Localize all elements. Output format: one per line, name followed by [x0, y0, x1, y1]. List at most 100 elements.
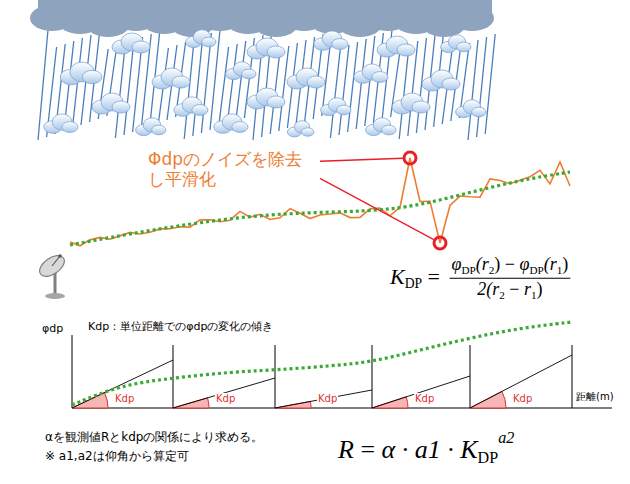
small-cloud — [60, 62, 102, 85]
formula-text: (r — [476, 254, 489, 274]
rain-line — [227, 44, 237, 124]
formula-text: DP — [462, 264, 476, 276]
formula-text: DP — [529, 264, 543, 276]
dark-cloud — [30, 0, 494, 37]
angle-label: Kdp — [414, 393, 435, 405]
small-cloud — [214, 114, 248, 133]
small-cloud — [314, 31, 348, 50]
formula-text: K — [390, 264, 405, 289]
callout-label: Φdpのノイズを除去 し平滑化 — [148, 149, 316, 190]
axis-label: φdp — [42, 322, 63, 335]
rain-illustration — [30, 0, 495, 140]
formula-text: ) — [562, 254, 568, 274]
formula-text: − — [509, 279, 519, 299]
formula-text: (r — [544, 254, 557, 274]
angle-label: Kdp — [415, 393, 434, 404]
callout-label: Φdpのノイズを除去 し平滑化 — [148, 149, 302, 189]
formula-text: 1 — [557, 264, 563, 276]
radar-icon — [36, 251, 68, 299]
small-cloud — [456, 100, 486, 118]
rain-line — [279, 46, 289, 131]
formula-text: φ — [452, 254, 462, 274]
formula-text: ) — [494, 254, 500, 274]
formula-text: R=α · a1 · KDP a2 — [338, 428, 514, 467]
note-text: αを観測値Rとkdpの関係により求める。 — [45, 430, 263, 444]
formula-text: = — [360, 435, 375, 464]
note-text: ※ a1,a2は仰角から算定可 — [45, 449, 189, 463]
small-cloud — [112, 33, 150, 54]
formula-text: = — [428, 264, 440, 289]
axes — [72, 335, 612, 408]
rain-line — [477, 37, 487, 137]
rain-line — [356, 39, 366, 129]
leader-line — [320, 178, 434, 239]
angle-label: Kdp — [115, 393, 134, 404]
small-cloud — [186, 30, 216, 48]
raw-phidp-line — [70, 158, 570, 246]
fraction-bar — [450, 278, 571, 279]
rain-line — [184, 39, 194, 139]
rain-line — [193, 36, 203, 136]
note-text: ※ a1,a2は仰角から算定可 — [45, 449, 189, 463]
axis-label: 距離(m) — [576, 391, 614, 403]
axis-caption: Kdp：単位距離でのφdpの変化の傾き — [88, 320, 273, 333]
formula-text: R — [338, 435, 354, 464]
formula-text: α · a1 · K — [382, 435, 478, 464]
small-cloud — [287, 68, 325, 89]
rain-line — [236, 41, 246, 121]
small-cloud — [226, 62, 256, 80]
formula-text: ) — [537, 279, 543, 299]
axis-label: φdp — [42, 322, 63, 335]
noise-marker — [404, 152, 416, 164]
rain-line — [485, 34, 495, 134]
formula-text: 2 — [499, 289, 505, 301]
note-text: αを観測値Rとkdpの関係により求める。 — [45, 430, 263, 444]
axis-label: 距離(m) — [576, 391, 614, 402]
small-cloud — [136, 118, 166, 136]
angle-label: Kdp — [512, 393, 533, 405]
formula-text: 2(r2−r1) — [477, 279, 542, 302]
small-cloud — [92, 93, 130, 114]
rain-line — [330, 48, 340, 138]
formula-text: DP — [478, 449, 499, 466]
formula-text: KDP = — [390, 264, 446, 293]
formula-text: 2(r — [477, 279, 499, 299]
small-cloud — [287, 121, 314, 137]
small-cloud — [377, 36, 415, 57]
small-cloud — [321, 98, 351, 116]
formula-text: − — [505, 254, 515, 274]
formula-text: φ — [520, 254, 530, 274]
axis-caption: Kdp：単位距離でのφdpの変化の傾き — [88, 320, 273, 333]
formula-text: a2 — [498, 429, 514, 446]
smoothed-phidp-line — [72, 322, 572, 405]
small-cloud — [392, 93, 430, 114]
angle-label: Kdp — [114, 393, 135, 405]
formula-text: DP — [405, 276, 422, 291]
rain-line — [339, 45, 349, 135]
rain-line — [201, 33, 211, 133]
small-cloud — [152, 68, 190, 89]
formula-text: 1 — [531, 289, 537, 301]
small-cloud — [441, 35, 471, 53]
small-cloud — [44, 114, 78, 133]
rain-line — [124, 40, 134, 135]
small-cloud — [247, 38, 285, 59]
angle-label: Kdp — [513, 393, 532, 404]
small-cloud — [174, 97, 208, 116]
formula-text: 2 — [489, 264, 495, 276]
rain-line — [468, 40, 478, 140]
noise-marker — [434, 237, 446, 249]
angle-label: Kdp — [318, 393, 337, 404]
small-cloud — [422, 70, 460, 91]
small-cloud — [247, 88, 285, 109]
smoothed-phidp-line — [70, 172, 570, 245]
rain-line — [115, 43, 125, 138]
leader-line — [320, 158, 403, 161]
formula-text: φDP(r2)−φDP(r1) — [452, 254, 569, 277]
formula-text: r — [524, 279, 531, 299]
rain-line — [348, 42, 358, 132]
angle-label: Kdp — [215, 393, 236, 405]
small-cloud — [354, 64, 388, 83]
